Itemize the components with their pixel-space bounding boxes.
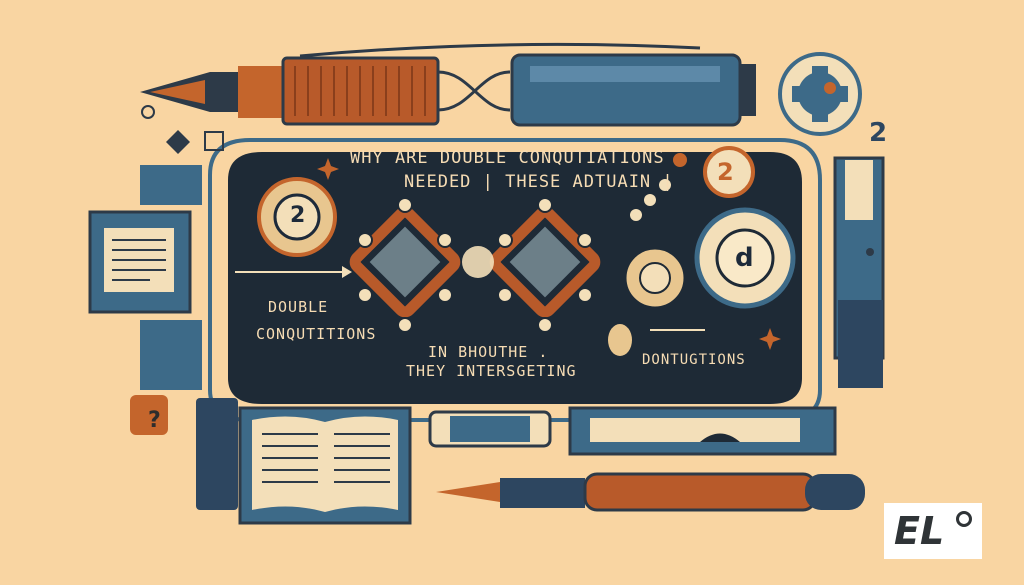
fountain-pen-icon <box>140 42 756 127</box>
badge-d <box>694 207 796 309</box>
brand-logo-text: EL <box>894 509 945 553</box>
label-double: DOUBLE <box>268 298 329 316</box>
badge-right-number: 2 <box>717 158 734 186</box>
label-in-bhouthe: IN BHOUTHE . <box>428 343 549 361</box>
heading-line-1: WHY ARE DOUBLE CONQUTIATIONS <box>350 148 665 168</box>
brand-logo-dot-icon <box>956 511 972 527</box>
chain-link-icon <box>349 197 601 333</box>
heading-line-2: NEEDED | THESE ADTUAIN | <box>404 172 674 192</box>
badge-right <box>703 146 755 198</box>
question-mark: ? <box>148 408 161 433</box>
ballpoint-pen-icon <box>436 472 865 512</box>
label-conqutitions: CONQUTITIONS <box>256 325 377 343</box>
open-book-icon <box>196 398 412 525</box>
brand-logo: EL <box>884 503 982 559</box>
sparkle-icon <box>317 158 781 350</box>
badge-left <box>257 177 337 257</box>
badge-d-letter: d <box>735 243 754 273</box>
corner-number: 2 <box>869 118 888 148</box>
document-icon <box>88 165 202 390</box>
label-intersgeting: THEY INTERSGETING <box>406 362 577 380</box>
label-dontugtions: DONTUGTIONS <box>642 352 746 368</box>
question-icon <box>130 395 168 435</box>
badge-left-number: 2 <box>290 203 306 228</box>
gear-icon <box>778 52 862 136</box>
